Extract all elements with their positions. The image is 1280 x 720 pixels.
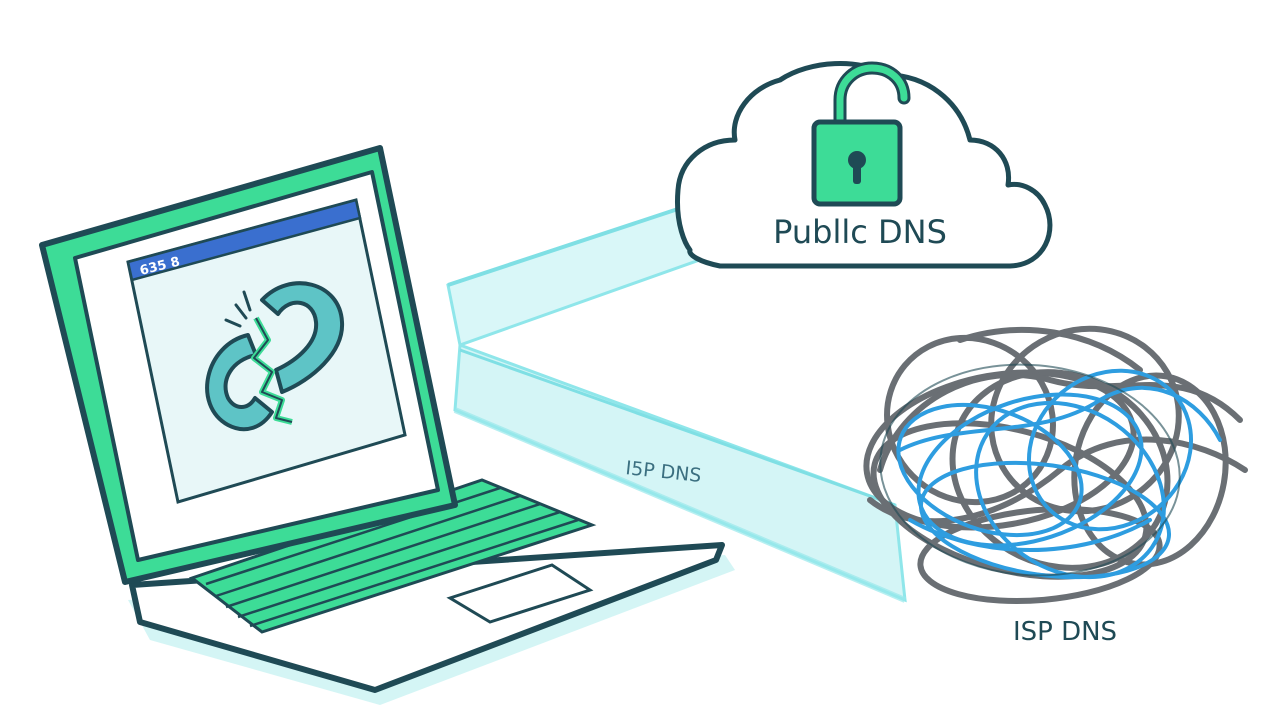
cloud-label: Publlc DNS [773, 213, 947, 251]
browser-window: 635 8 [126, 198, 407, 504]
padlock-open-icon [811, 61, 911, 207]
public-dns-cloud: Publlc DNS [674, 61, 1053, 269]
window-title-bar [126, 198, 362, 282]
tangle-label: ISP DNS [1013, 617, 1117, 647]
touchpad [446, 563, 594, 624]
path-to-public-dns [446, 203, 707, 347]
connection-paths: I5P DNS [446, 203, 907, 603]
laptop: 635 8 [39, 145, 735, 705]
broken-link-icon [205, 281, 345, 432]
tangled-wires-icon [863, 325, 1248, 605]
